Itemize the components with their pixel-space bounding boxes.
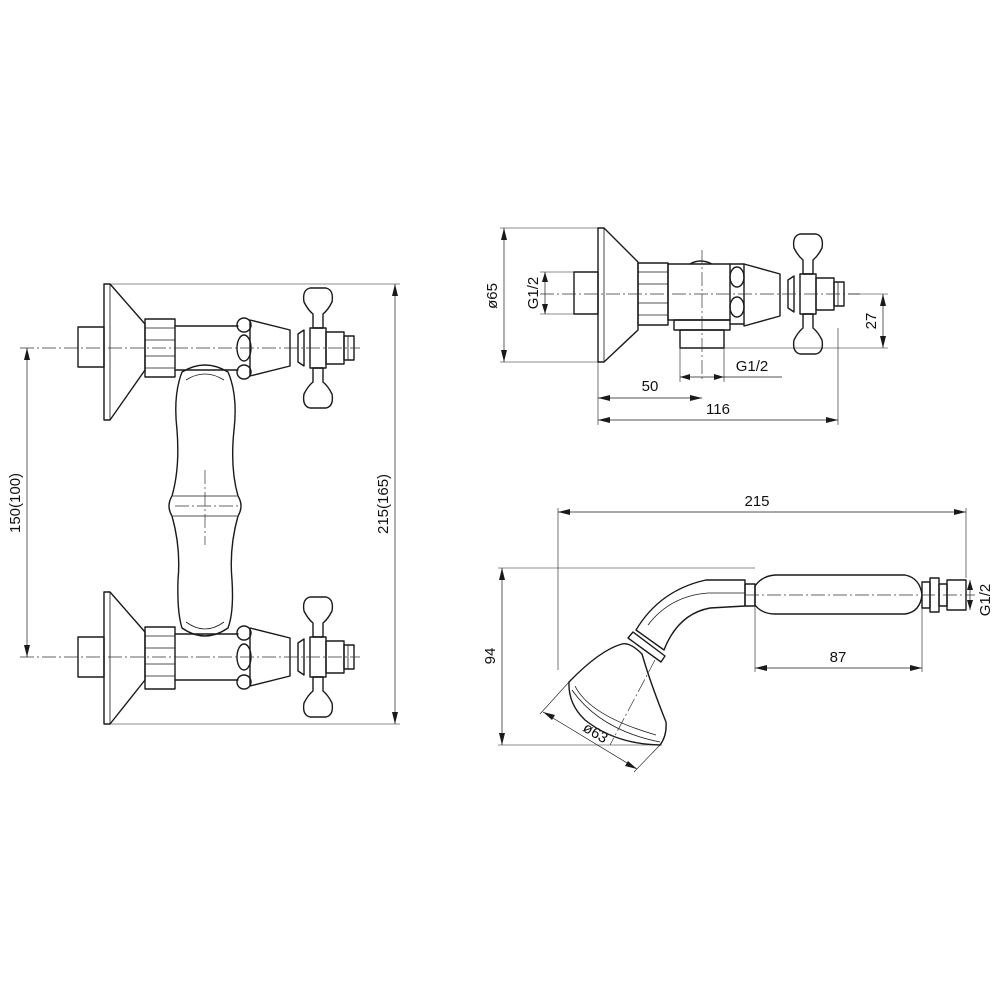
side-view: ø65 G1/2 G1/2 50 xyxy=(484,227,888,425)
hand-shower-view: 215 94 ø63 87 xyxy=(482,493,994,773)
dim-inlet-spacing-label: 150(100) xyxy=(7,473,24,533)
front-body-upper xyxy=(77,283,355,421)
dim-depth: 116 xyxy=(598,328,839,425)
dim-outlet-offset-label: 50 xyxy=(642,378,659,395)
dim-hand-shower-height: 94 xyxy=(482,567,755,746)
front-view: 150(100) 215(165) xyxy=(7,283,400,725)
dim-inlet-thread: G1/2 xyxy=(525,271,574,315)
dim-outlet-offset: 50 xyxy=(597,362,702,425)
dim-outlet-thread: G1/2 xyxy=(679,348,782,382)
dim-outlet-height-label: 27 xyxy=(863,313,880,330)
dim-head-diameter-label: ø63 xyxy=(580,719,611,747)
dim-overall-height-label: 215(165) xyxy=(375,474,392,534)
dim-hand-shower-height-label: 94 xyxy=(482,648,499,665)
front-body-lower xyxy=(77,591,355,725)
dim-connection-thread: G1/2 xyxy=(967,580,994,616)
dim-overall-height: 215(165) xyxy=(104,283,400,725)
dim-outlet-thread-label: G1/2 xyxy=(736,358,769,375)
dim-depth-label: 116 xyxy=(706,401,730,418)
dim-handle-length-label: 87 xyxy=(830,649,847,666)
dim-inlet-thread-label: G1/2 xyxy=(525,277,542,310)
dim-handle-length: 87 xyxy=(754,606,923,672)
dim-outlet-height: 27 xyxy=(724,293,888,349)
dim-head-diameter: ø63 xyxy=(539,681,661,773)
dim-connection-thread-label: G1/2 xyxy=(977,584,994,617)
dim-inlet-spacing: 150(100) xyxy=(7,348,30,657)
dim-hand-shower-length: 215 xyxy=(557,493,967,670)
dim-flange-diameter-label: ø65 xyxy=(484,283,501,309)
dim-hand-shower-length-label: 215 xyxy=(744,493,769,510)
dim-flange-diameter: ø65 xyxy=(484,227,600,363)
